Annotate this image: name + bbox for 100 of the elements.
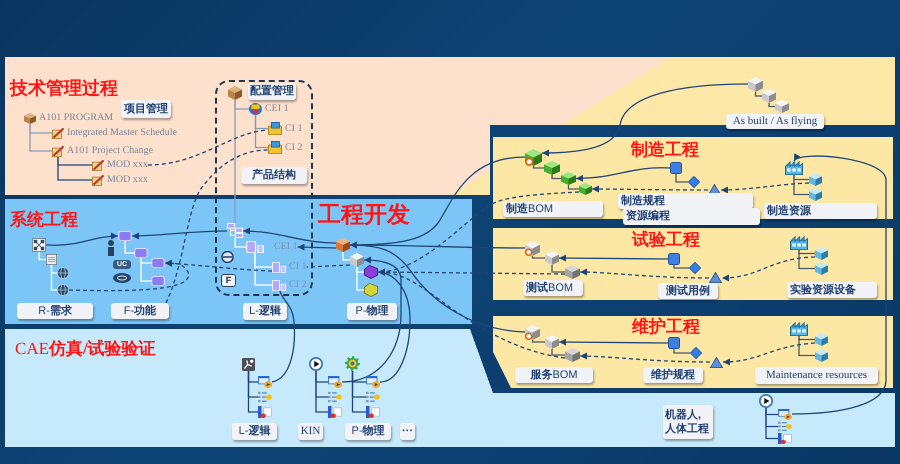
arrow [298,244,336,251]
label-tag: As built / As flying [726,114,824,129]
factory-icon [785,161,803,175]
tree-label: CI 2 [285,142,302,154]
tree-line [568,185,579,190]
tree-line [57,157,92,181]
triangle-marker [709,272,722,283]
cube-icon [544,161,560,175]
cube-icon [815,349,828,362]
label-tag: 服务BOM [515,367,593,383]
tree-line [342,252,350,261]
label-tag: 实验资源设备 [787,282,877,298]
play-icon [759,394,773,408]
connector-line [272,290,296,383]
window-icon [778,409,792,420]
tree-label: CI 1 [289,261,306,273]
label-tag: KIN [298,423,323,440]
tree-line [798,336,815,356]
tree-line [551,349,565,356]
panel [493,228,893,300]
tree-line [765,408,778,440]
dashed-arrow [722,342,816,366]
block-symbol [151,258,165,268]
list-icon [258,391,272,403]
label-tag: 测试用例 [658,283,718,299]
tree-line [532,256,545,259]
factory-icon [790,236,808,250]
triangle-marker [710,357,723,368]
tree-label: MOD xxx [107,159,148,171]
panel-title: 试验工程 [632,231,700,248]
panel [493,393,895,447]
panel-title: 制造工程 [631,141,699,158]
dashed-arrow [592,186,708,193]
block-symbol [151,276,165,286]
label-tag: 产品结构 [241,167,307,184]
tree-line [798,250,815,254]
label-tag: Maintenance resources [755,367,878,384]
tree-label: Integrated Master Schedule [67,127,177,139]
decision-diamond [688,176,700,188]
tree-line [29,124,52,152]
tree-line [248,371,258,413]
tree-line [254,115,268,148]
mechanism-icon [242,358,255,371]
globe-icon [57,267,69,279]
tree-line [798,250,815,270]
dashed-arrow [68,260,189,292]
document-icon [46,254,57,265]
tree-line [793,175,809,196]
arrow [792,154,887,415]
arrow [559,338,668,346]
panel [493,316,893,388]
cube-icon [815,247,828,260]
tree-line [356,267,364,291]
arrow [242,228,336,244]
cube-icon [775,100,789,113]
tree-label: CEI 1 [265,103,289,115]
tree-line [352,371,366,413]
tree-line [551,265,565,273]
panel [5,199,472,324]
chart-icon [366,406,380,418]
arrow [542,83,748,156]
cube-icon [525,241,540,256]
cube-icon [815,333,828,346]
dashed-arrow [722,256,816,282]
cube-icon [545,335,559,349]
hierarchy-icon [227,223,243,238]
tree-line [673,349,690,354]
dashed-connector-line [306,264,350,268]
cube-icon [809,188,822,201]
window-icon [258,376,272,388]
tree-line [551,175,561,180]
cube-icon [228,86,242,100]
label-tag: 维护规程 [643,367,703,383]
list-icon [328,391,342,403]
cube-icon [336,238,350,252]
tree-line [124,241,134,254]
arrow [132,230,227,240]
label-tag: L-逻辑 [232,423,277,440]
block-symbol [118,231,132,241]
connector-line [234,100,236,223]
diagram-icon [32,238,46,252]
cube-icon [525,149,542,166]
function-block: F [221,274,236,287]
tree-line [315,371,328,413]
label-tag: 项目管理 [121,100,171,118]
cube-icon [579,183,592,195]
label-tag: 制造BOM [503,201,603,217]
cube-icon [748,77,763,92]
label-tag: R-需求 [17,303,93,319]
tree-line [140,258,151,282]
tree-line [532,166,544,169]
gear-icon [345,356,360,371]
label-tag: 制造规程 [618,193,753,209]
label-tag: 机器人,人体工程 [663,405,713,439]
dashed-arrow [378,268,566,359]
label-tag: L-逻辑 [243,303,287,320]
tree-line [675,174,688,183]
globe-icon [57,284,69,296]
tree-label: CI 2 [289,279,306,291]
cube-icon [565,348,580,362]
